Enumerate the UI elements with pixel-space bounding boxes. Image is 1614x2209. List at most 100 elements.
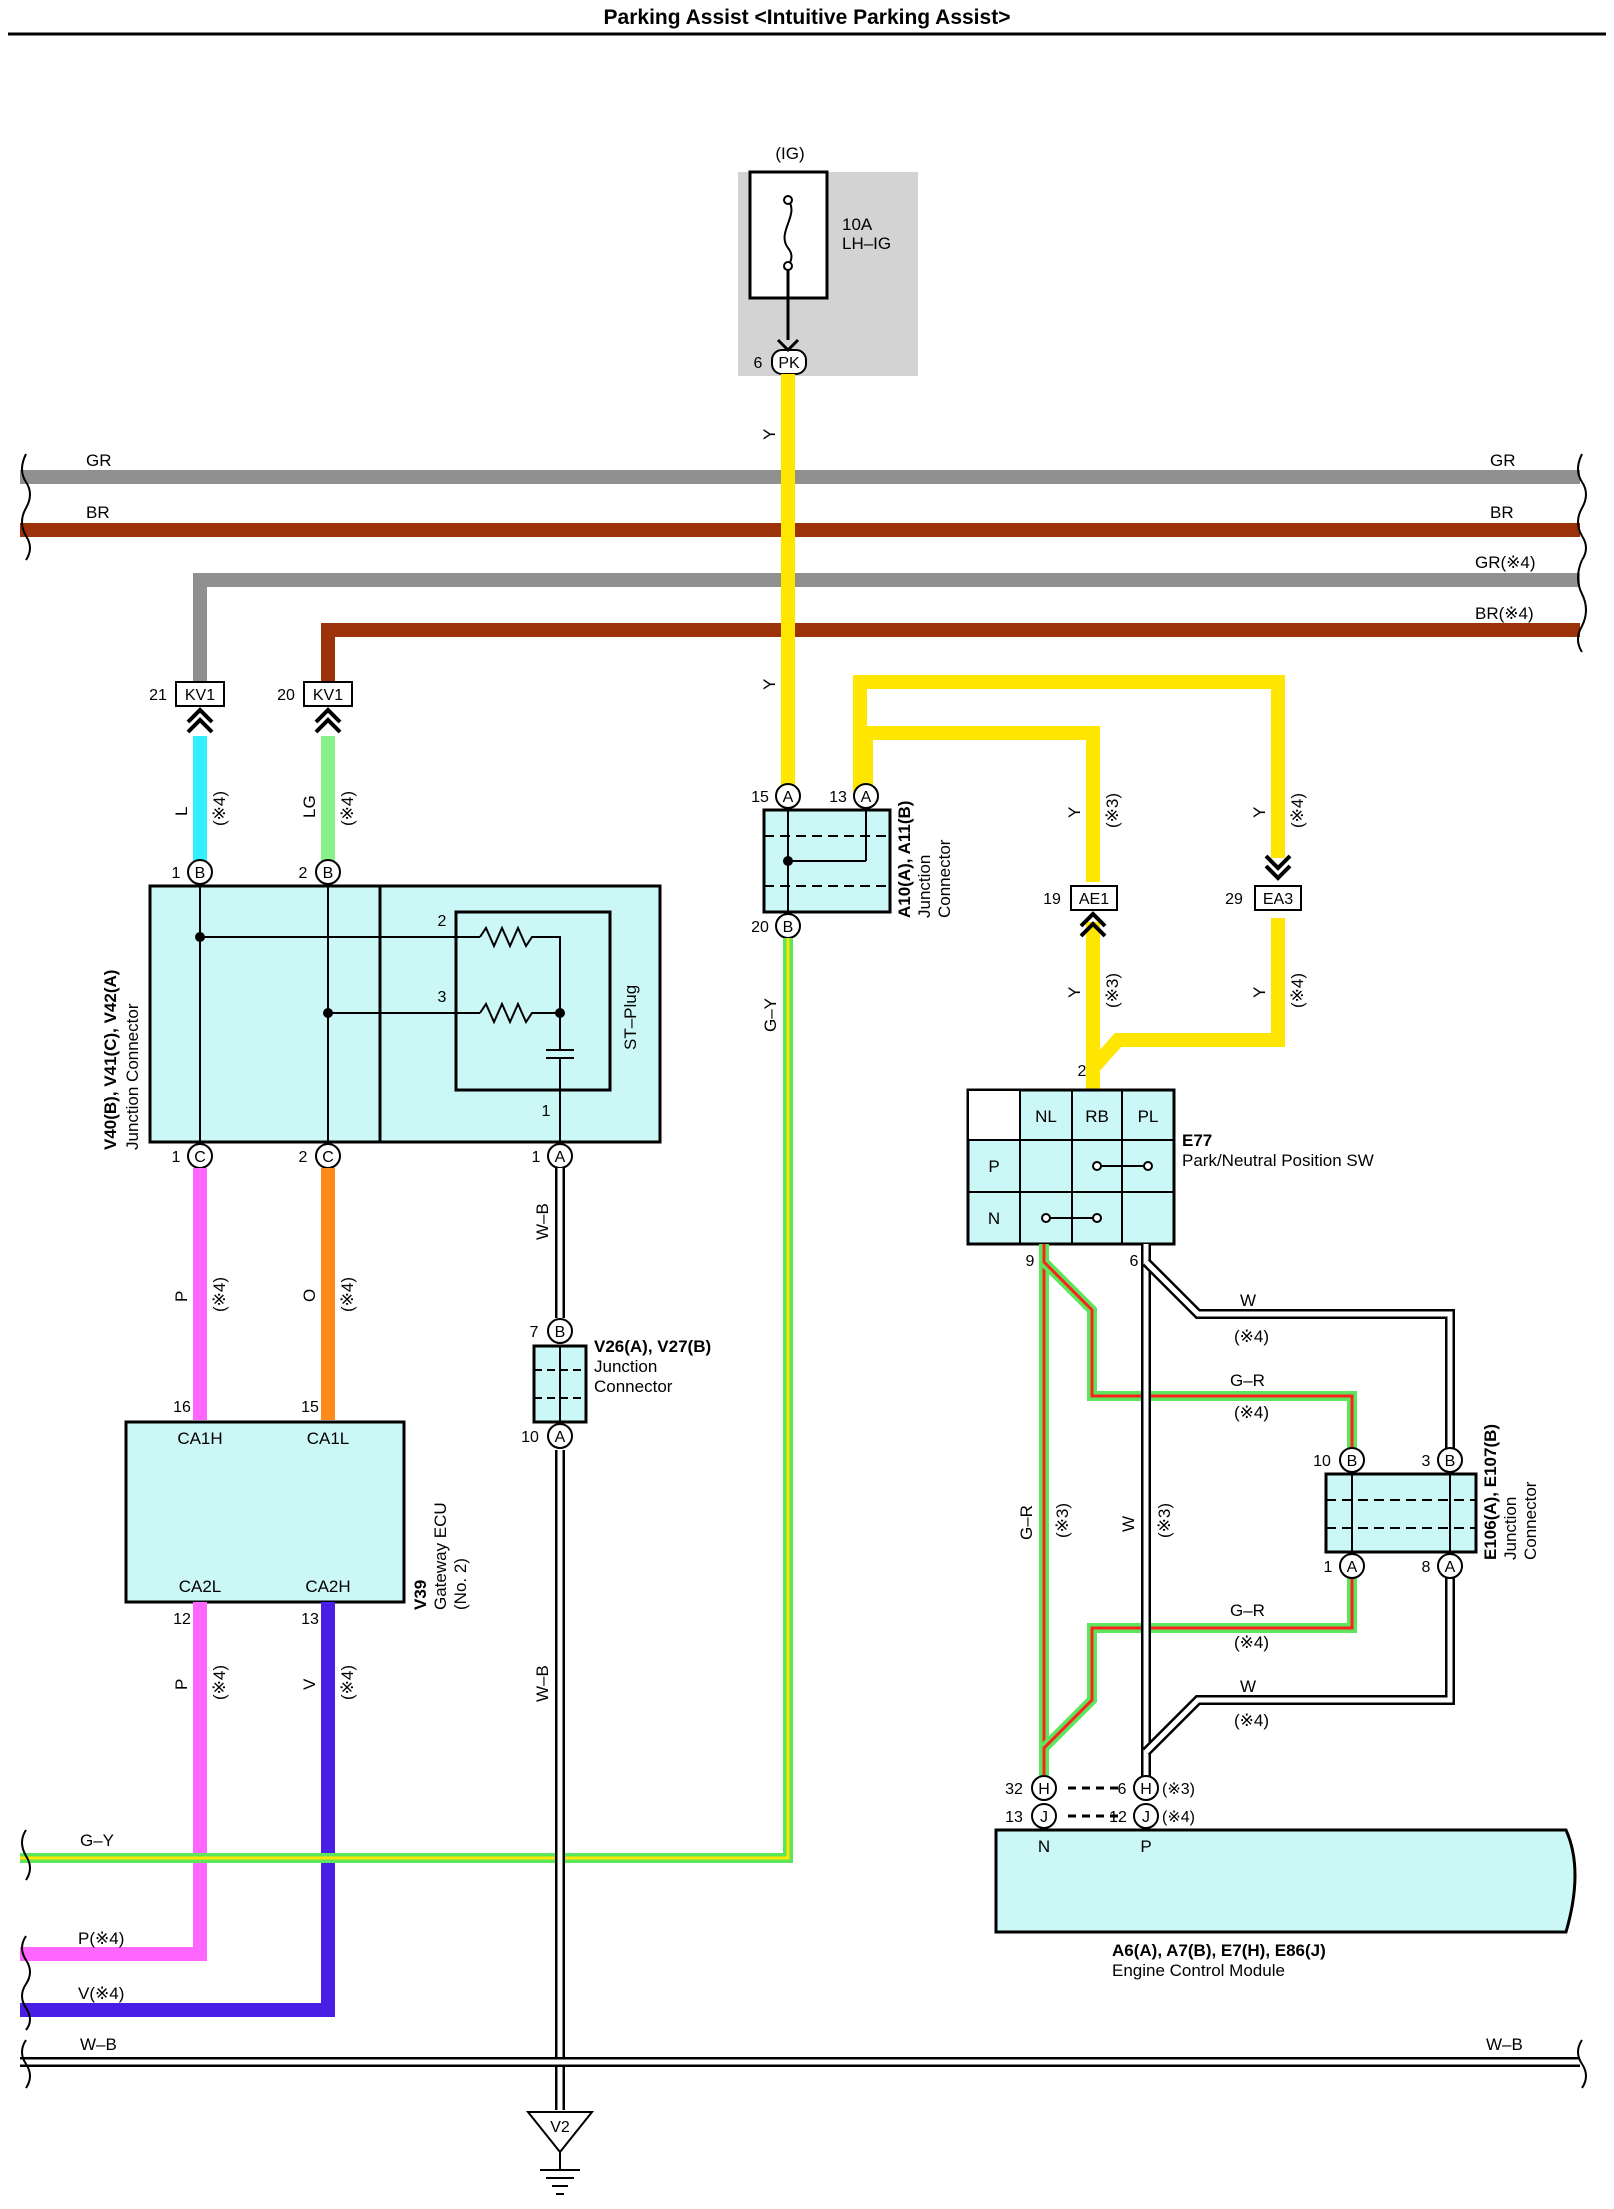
svg-text:A: A bbox=[1445, 1559, 1456, 1576]
svg-text:A: A bbox=[783, 789, 794, 806]
gr4-right-label: GR(※4) bbox=[1475, 553, 1536, 572]
gr-main-label: G–R bbox=[1017, 1505, 1036, 1540]
ea3-box bbox=[1254, 885, 1302, 911]
y-label-1: Y bbox=[760, 429, 779, 440]
pk-connector-label: PK bbox=[778, 355, 800, 372]
svg-text:Junction: Junction bbox=[915, 855, 934, 918]
svg-text:(※4): (※4) bbox=[1162, 1809, 1195, 1826]
e106-pin-b10 bbox=[1339, 1447, 1365, 1473]
svg-text:32: 32 bbox=[1005, 1781, 1023, 1798]
bus-wires: GR BR GR BR GR(※4) BR(※4) bbox=[20, 451, 1587, 685]
svg-text:6: 6 bbox=[1118, 1781, 1127, 1798]
yellow-ig-wires: Y Y Y (※3) Y (※4) Y (※3) Y (※4) bbox=[760, 374, 1307, 1090]
park-sw-col-pl: PL bbox=[1138, 1107, 1159, 1126]
svg-text:16: 16 bbox=[173, 1399, 191, 1416]
svg-text:15: 15 bbox=[751, 789, 769, 806]
v4-left-label: V(※4) bbox=[78, 1984, 124, 2003]
ground-triangle-icon bbox=[525, 2111, 595, 2154]
right-break-mark-top bbox=[1577, 453, 1587, 561]
y-ea3-note: (※4) bbox=[1288, 793, 1307, 828]
gateway-ecu: CA1H CA1L CA2L CA2H 16 15 12 13 V39 Gate… bbox=[124, 1399, 470, 1628]
svg-text:V: V bbox=[300, 1678, 319, 1690]
ea3-chevron-icon bbox=[1264, 854, 1292, 881]
ae1-ea3-connectors: AE1 19 EA3 29 bbox=[1043, 854, 1302, 938]
y-ea3-wire bbox=[853, 675, 1285, 858]
page-title: Parking Assist <Intuitive Parking Assist… bbox=[604, 6, 1011, 29]
fuse-arrow-icon bbox=[776, 338, 800, 353]
junction-a10-title: A10(A), A11(B) bbox=[895, 801, 914, 918]
resistor-1-icon bbox=[479, 925, 561, 1013]
svg-text:B: B bbox=[783, 919, 794, 936]
l-wire-label: L bbox=[172, 807, 191, 816]
svg-text:2: 2 bbox=[438, 913, 447, 930]
w-branch-label: W bbox=[1240, 1291, 1256, 1310]
p4-left-label: P(※4) bbox=[78, 1929, 124, 1948]
svg-text:6: 6 bbox=[1130, 1253, 1139, 1270]
svg-text:1: 1 bbox=[542, 1103, 551, 1120]
engine-control-module: H 32 H 6 (※3) J 13 J 12 (※4) N P A6(A), … bbox=[994, 1775, 1577, 1980]
svg-text:H: H bbox=[1140, 1781, 1152, 1798]
ecm-title: A6(A), A7(B), E7(H), E86(J) bbox=[1112, 1941, 1326, 1960]
ea3-pin: 29 bbox=[1225, 891, 1243, 908]
wb-upper-label: W–B bbox=[533, 1203, 552, 1240]
svg-text:B: B bbox=[195, 865, 206, 882]
svg-text:7: 7 bbox=[530, 1324, 539, 1341]
br-left-label: BR bbox=[86, 503, 110, 522]
svg-text:(※4): (※4) bbox=[210, 1665, 229, 1700]
br-right-label: BR bbox=[1490, 503, 1514, 522]
svg-text:C: C bbox=[194, 1149, 206, 1166]
svg-text:10: 10 bbox=[1313, 1453, 1331, 1470]
ecm-terminal-p: P bbox=[1140, 1837, 1151, 1856]
svg-text:Connector: Connector bbox=[935, 839, 954, 918]
svg-text:13: 13 bbox=[1005, 1809, 1023, 1826]
svg-text:B: B bbox=[323, 865, 334, 882]
p-wire-label: P bbox=[172, 1291, 191, 1302]
svg-text:J: J bbox=[1040, 1809, 1048, 1826]
wb-lower-label: W–B bbox=[533, 1665, 552, 1702]
junction-v26: B 7 A 10 V26(A), V27(B) Junction Connect… bbox=[521, 1318, 711, 1449]
ecm-pin-j12 bbox=[1133, 1803, 1159, 1829]
p4-wire bbox=[20, 1602, 207, 1961]
svg-text:(※3): (※3) bbox=[1162, 1781, 1195, 1798]
w-main-note: (※3) bbox=[1155, 1503, 1174, 1538]
y-ea3-lower-label: Y bbox=[1250, 987, 1269, 998]
p-wire-note: (※4) bbox=[210, 1277, 229, 1312]
gr-left-label: GR bbox=[86, 451, 112, 470]
kv1-connectors: KV1 21 KV1 20 bbox=[149, 681, 353, 734]
o-wire-label: O bbox=[300, 1289, 319, 1302]
fuse-circuit-label: (IG) bbox=[775, 144, 804, 163]
gateway-code: V39 bbox=[411, 1580, 430, 1610]
st-plug-label: ST–Plug bbox=[621, 985, 640, 1050]
park-sw-row-p: P bbox=[988, 1157, 999, 1176]
gr4-wire bbox=[193, 573, 1580, 685]
svg-text:P: P bbox=[172, 1679, 191, 1690]
resistor-2-icon bbox=[479, 1001, 560, 1025]
svg-text:B: B bbox=[555, 1324, 566, 1341]
gr-branch-note: (※4) bbox=[1234, 1403, 1269, 1422]
v4-wire bbox=[20, 1602, 335, 2017]
svg-text:8: 8 bbox=[1422, 1559, 1431, 1576]
ecm-subtitle: Engine Control Module bbox=[1112, 1961, 1285, 1980]
gateway-ecu-box bbox=[124, 1420, 406, 1604]
e106-pin-b3 bbox=[1437, 1447, 1463, 1473]
gateway-name-2: (No. 2) bbox=[451, 1558, 470, 1610]
svg-text:H: H bbox=[1038, 1781, 1050, 1798]
kv1-left-label: KV1 bbox=[185, 687, 215, 704]
gateway-name: Gateway ECU bbox=[431, 1502, 450, 1610]
kv1-right-chevron-icon bbox=[314, 707, 342, 734]
svg-text:15: 15 bbox=[301, 1399, 319, 1416]
ca2h-terminal: CA2H bbox=[305, 1577, 350, 1596]
svg-text:A: A bbox=[1347, 1559, 1358, 1576]
o-wire-note: (※4) bbox=[338, 1277, 357, 1312]
ecm-pin-h6 bbox=[1133, 1775, 1159, 1801]
svg-text:C: C bbox=[322, 1149, 334, 1166]
gy-wire-label: G–Y bbox=[761, 998, 780, 1032]
svg-text:2: 2 bbox=[299, 1149, 308, 1166]
park-sw-row-n: N bbox=[988, 1209, 1000, 1228]
junction-e106: B 10 B 3 A 1 A 8 E106(A), E107(B) Juncti… bbox=[1313, 1424, 1540, 1579]
right-break-mark-mid bbox=[1577, 559, 1587, 653]
svg-text:20: 20 bbox=[751, 919, 769, 936]
v26-pin-a10 bbox=[547, 1423, 573, 1449]
park-neutral-switch: NL RB PL P N 2 E77 Park/Neutral Position… bbox=[966, 1063, 1374, 1270]
ca2l-terminal: CA2L bbox=[179, 1577, 222, 1596]
